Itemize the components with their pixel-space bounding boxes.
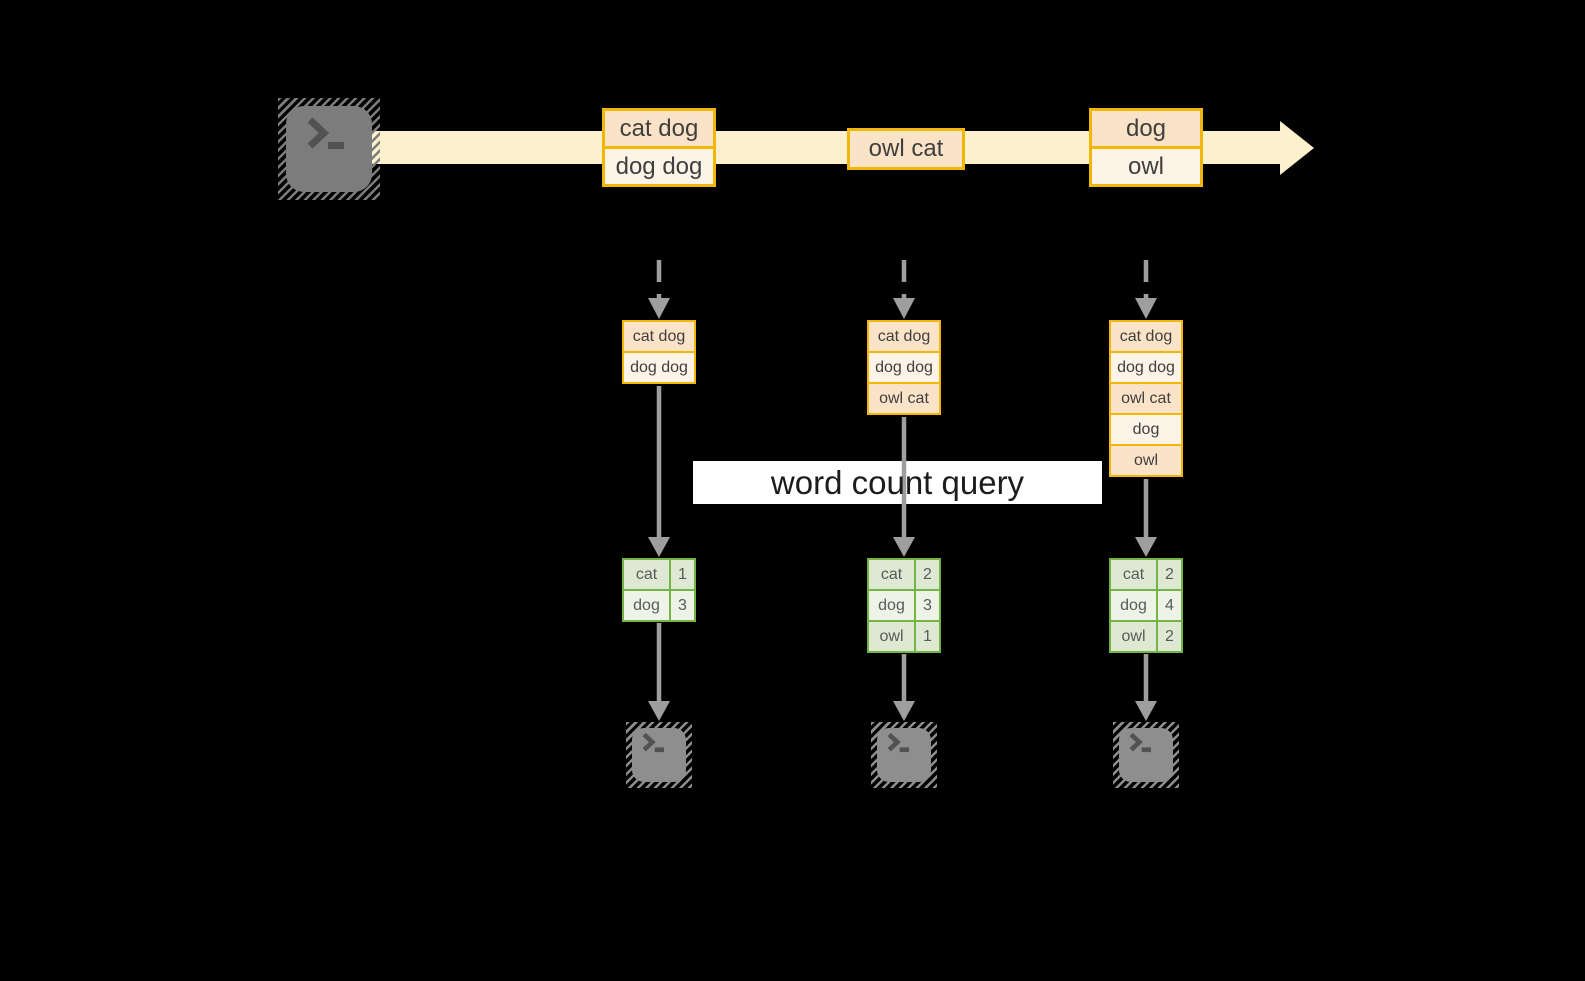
sink-arrow-3 [1135, 654, 1157, 721]
dashed-arrow-2 [893, 260, 915, 319]
count-value: 2 [1156, 622, 1181, 651]
table-row: cat 2 [869, 560, 939, 589]
query-arrow-2 [893, 417, 915, 557]
terminal-prompt-icon [1129, 732, 1151, 753]
state-line: cat dog [624, 322, 694, 351]
terminal-sink-icon-3 [1113, 722, 1179, 788]
state-box-1: cat dog dog dog [622, 320, 696, 384]
sink-arrow-2 [893, 654, 915, 721]
state-line: owl [1111, 444, 1181, 475]
terminal-body [877, 728, 931, 782]
stream-message-1: cat dog dog dog [602, 108, 716, 187]
terminal-prompt-icon [642, 732, 664, 753]
dashed-arrow-1 [648, 260, 670, 319]
terminal-source-icon [278, 98, 380, 200]
count-value: 3 [914, 591, 939, 620]
state-line: owl cat [1111, 382, 1181, 413]
count-word: cat [869, 560, 914, 589]
state-line: dog dog [1111, 351, 1181, 382]
table-row: owl 2 [1111, 620, 1181, 651]
message-line: cat dog [605, 111, 713, 146]
message-line: owl [1092, 146, 1200, 184]
state-line: dog [1111, 413, 1181, 444]
stream-message-2: owl cat [847, 128, 965, 170]
count-word: owl [869, 622, 914, 651]
table-row: dog 3 [624, 589, 694, 620]
table-row: dog 3 [869, 589, 939, 620]
state-box-3: cat dog dog dog owl cat dog owl [1109, 320, 1183, 477]
dashed-arrow-3 [1135, 260, 1157, 319]
count-table-1: cat 1 dog 3 [622, 558, 696, 622]
message-line: dog [1092, 111, 1200, 146]
query-label: word count query [770, 463, 1025, 501]
terminal-prompt-icon [887, 732, 909, 753]
terminal-body [632, 728, 686, 782]
count-value: 4 [1156, 591, 1181, 620]
table-row: cat 2 [1111, 560, 1181, 589]
query-arrow-1 [648, 386, 670, 557]
state-line: cat dog [1111, 322, 1181, 351]
count-value: 1 [669, 560, 694, 589]
count-word: owl [1111, 622, 1156, 651]
table-row: dog 4 [1111, 589, 1181, 620]
terminal-sink-icon-2 [871, 722, 937, 788]
terminal-body [1119, 728, 1173, 782]
terminal-sink-icon-1 [626, 722, 692, 788]
count-word: cat [624, 560, 669, 589]
count-value: 1 [914, 622, 939, 651]
query-arrow-3 [1135, 479, 1157, 557]
state-line: owl cat [869, 382, 939, 413]
count-value: 3 [669, 591, 694, 620]
state-line: dog dog [624, 351, 694, 382]
table-row: cat 1 [624, 560, 694, 589]
table-row: owl 1 [869, 620, 939, 651]
stream-message-3: dog owl [1089, 108, 1203, 187]
count-table-2: cat 2 dog 3 owl 1 [867, 558, 941, 653]
count-word: dog [869, 591, 914, 620]
count-value: 2 [914, 560, 939, 589]
sink-arrow-1 [648, 623, 670, 721]
count-table-3: cat 2 dog 4 owl 2 [1109, 558, 1183, 653]
message-line: dog dog [605, 146, 713, 184]
message-line: owl cat [850, 131, 962, 167]
count-word: dog [624, 591, 669, 620]
state-line: dog dog [869, 351, 939, 382]
terminal-prompt-icon [307, 117, 344, 149]
state-box-2: cat dog dog dog owl cat [867, 320, 941, 415]
count-word: dog [1111, 591, 1156, 620]
count-value: 2 [1156, 560, 1181, 589]
state-line: cat dog [869, 322, 939, 351]
stream-arrowhead [1280, 121, 1314, 175]
query-label-band [693, 461, 1102, 504]
count-word: cat [1111, 560, 1156, 589]
